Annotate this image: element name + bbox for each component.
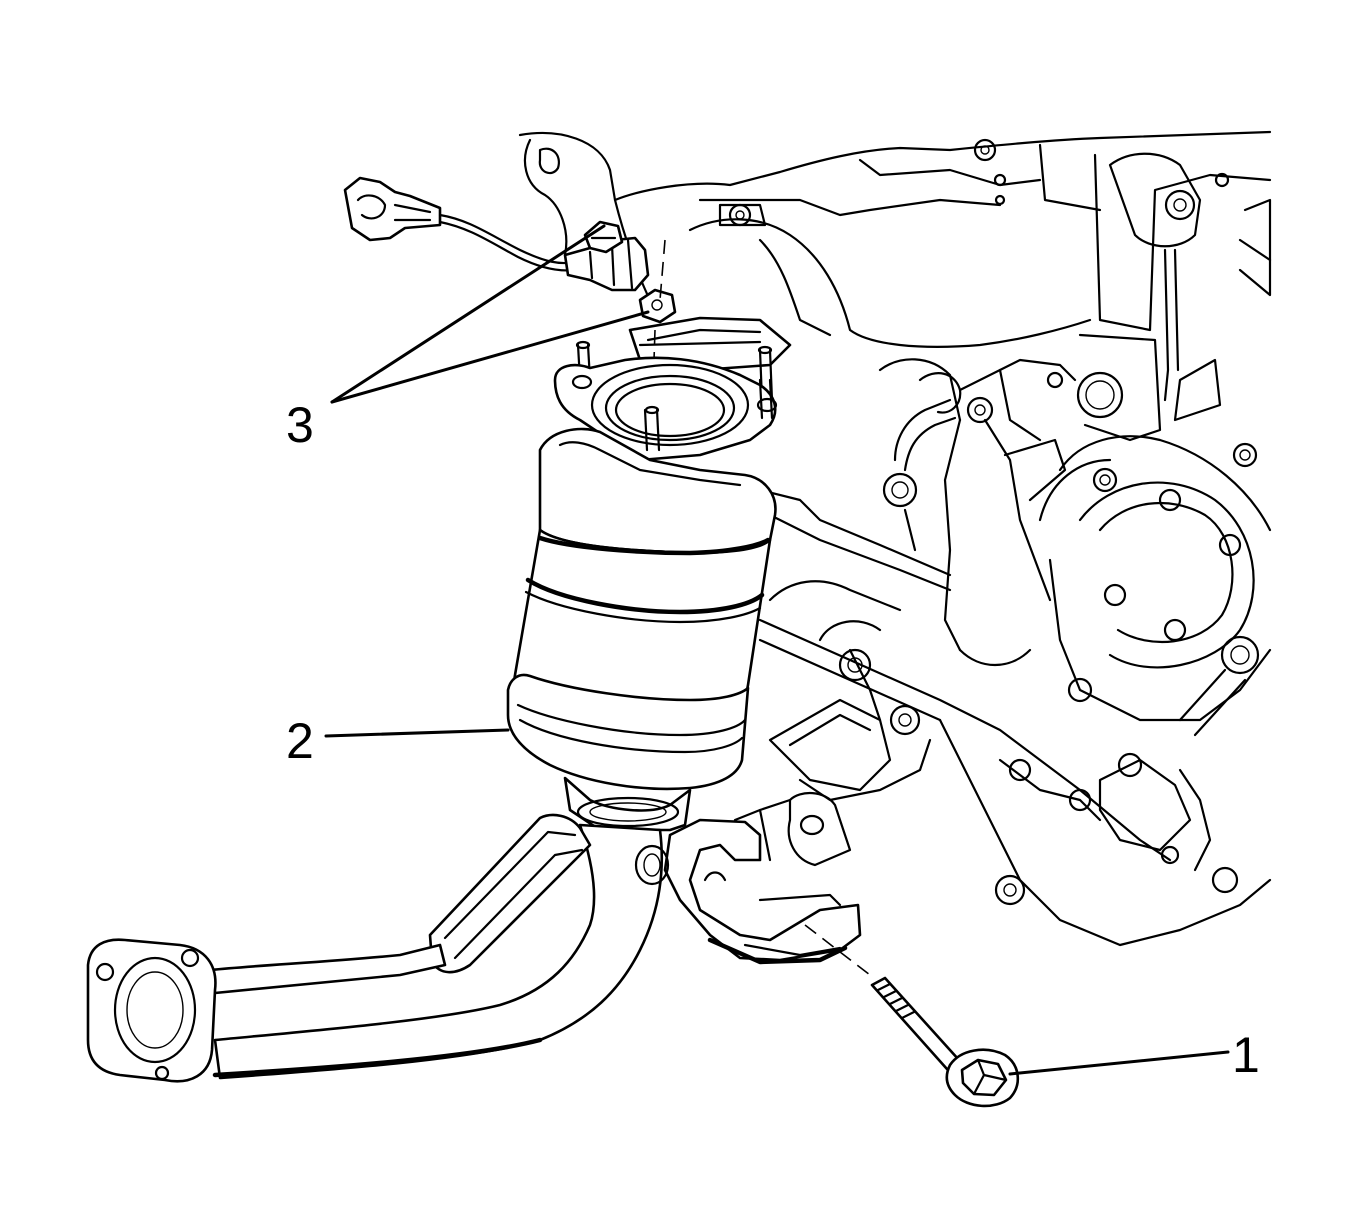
leader-line-3b — [330, 310, 650, 404]
bolt — [804, 924, 1019, 1108]
callout-1: 1 — [1232, 1027, 1260, 1083]
leader-line-2 — [324, 728, 510, 738]
callout-2: 2 — [286, 713, 314, 769]
leader-line-1 — [1008, 1050, 1230, 1076]
oxygen-sensor — [343, 176, 650, 292]
callout-leaders — [324, 224, 1230, 1076]
exhaust-pipe — [86, 813, 862, 1083]
leader-line-3a — [330, 224, 606, 404]
catalytic-converter — [506, 356, 778, 832]
engine-block — [518, 130, 1272, 947]
callout-3: 3 — [286, 397, 314, 453]
